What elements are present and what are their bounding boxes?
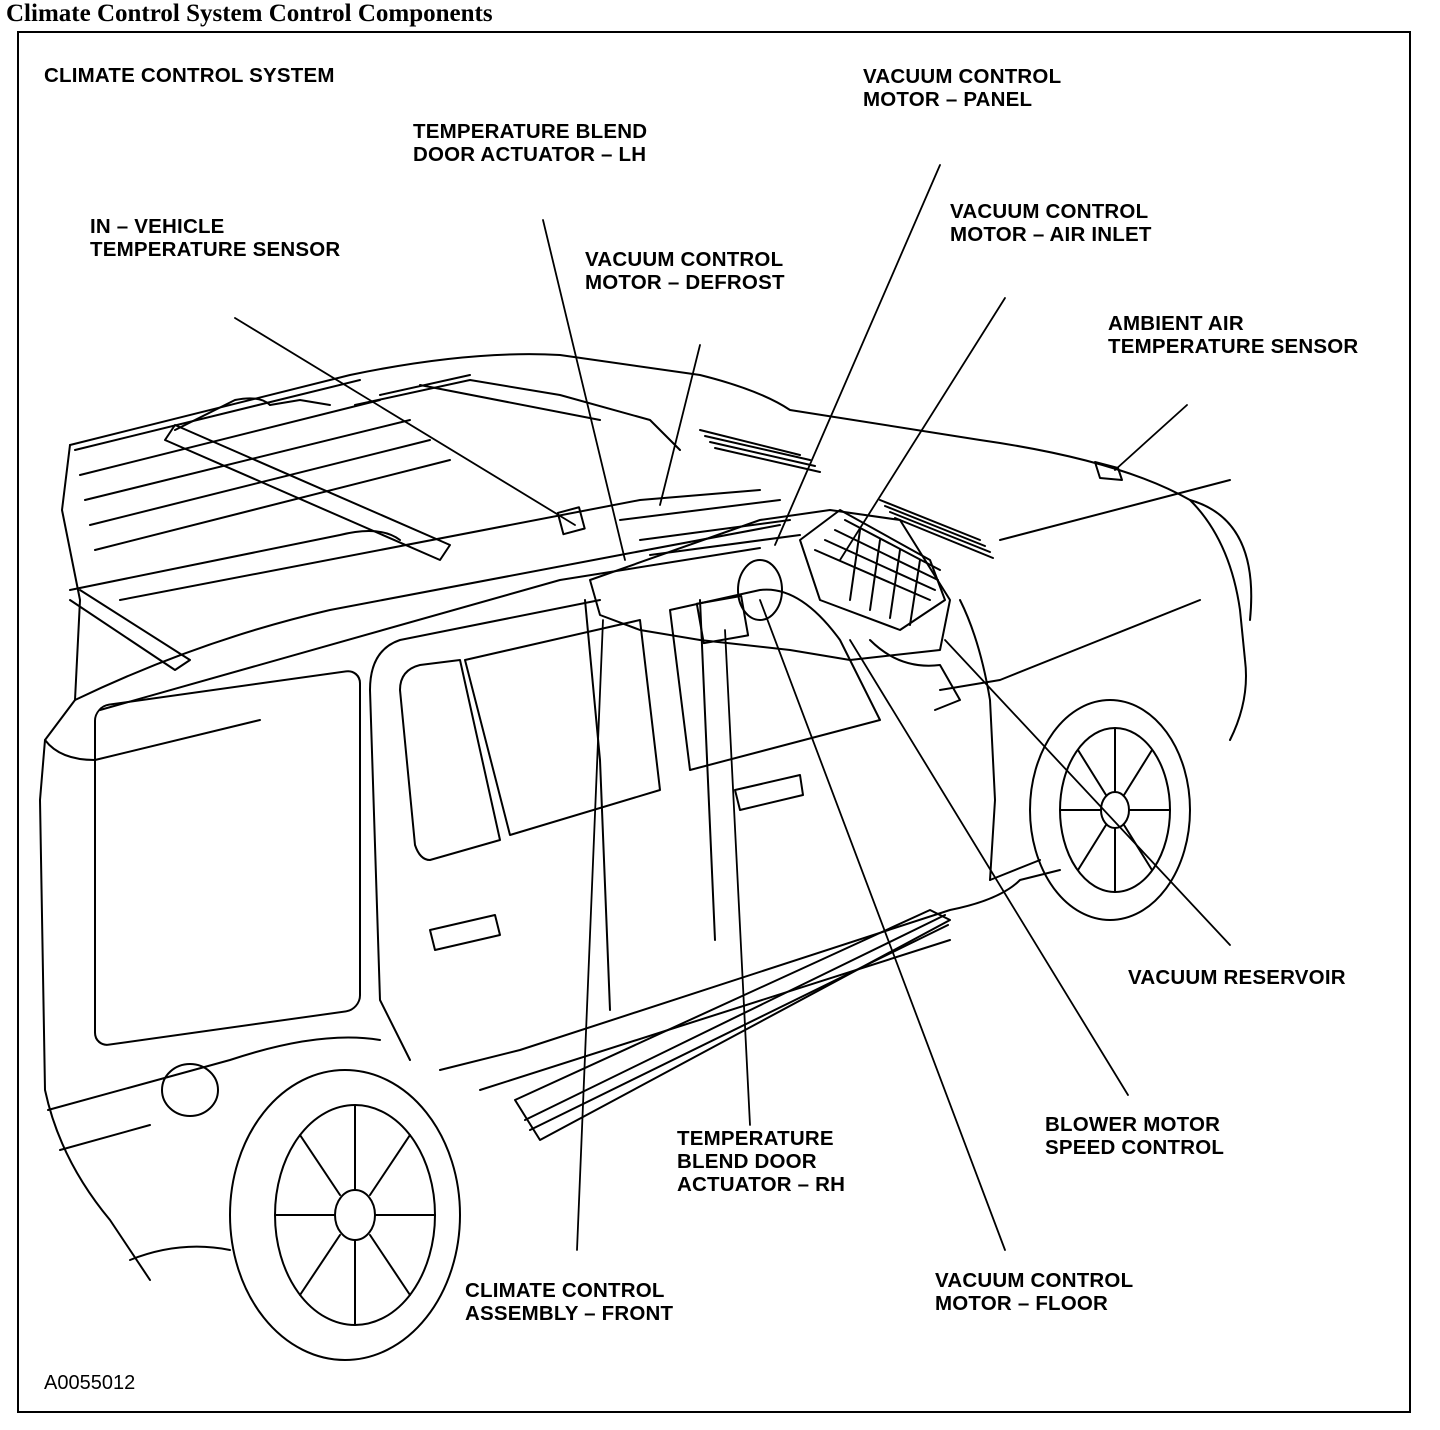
side-windows [399, 588, 881, 861]
fuel-door [161, 1063, 219, 1117]
front-wheel [1029, 699, 1191, 921]
figure-code: A0055012 [44, 1372, 136, 1394]
label-vacuum-reservoir: VACUUM RESERVOIR [1128, 966, 1346, 989]
hvac-assembly [556, 499, 961, 711]
roof-rack [69, 374, 761, 671]
doors [369, 599, 804, 1061]
diagram-frame [17, 31, 1411, 1413]
hood-vents [699, 429, 994, 559]
rear-wheel [229, 1069, 461, 1361]
diagram-heading: CLIMATE CONTROL SYSTEM [44, 64, 335, 87]
vehicle-body [39, 353, 1253, 1281]
running-board [514, 909, 951, 1141]
ambient-sensor-part [1094, 461, 1123, 481]
leader-lines [234, 164, 1231, 1251]
page-title: Climate Control System Control Component… [6, 0, 493, 27]
rear-window [94, 670, 361, 1046]
